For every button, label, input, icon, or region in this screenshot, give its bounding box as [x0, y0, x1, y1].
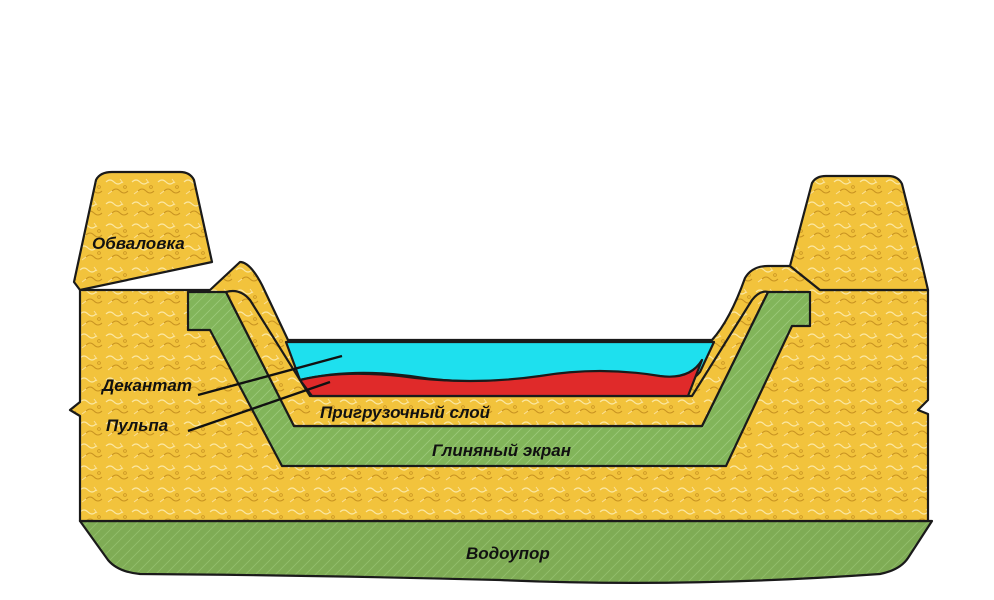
- pulp-leader-line: [187, 380, 331, 433]
- aquitard-layer: [78, 519, 934, 585]
- left-embankment: [72, 170, 214, 292]
- pulp-label: Пульпа: [106, 416, 168, 435]
- right-embankment: [788, 174, 930, 292]
- aquitard-label: Водоупор: [466, 544, 550, 563]
- embankment-label: Обваловка: [92, 234, 185, 253]
- clay-screen-label: Глиняный экран: [432, 441, 571, 460]
- ballast-layer-label: Пригрузочный слой: [320, 403, 491, 422]
- decantate-label: Декантат: [100, 376, 192, 395]
- decantate-leader-line: [197, 354, 343, 397]
- ballast-layer: [224, 289, 770, 428]
- pulp-layer: [298, 358, 704, 398]
